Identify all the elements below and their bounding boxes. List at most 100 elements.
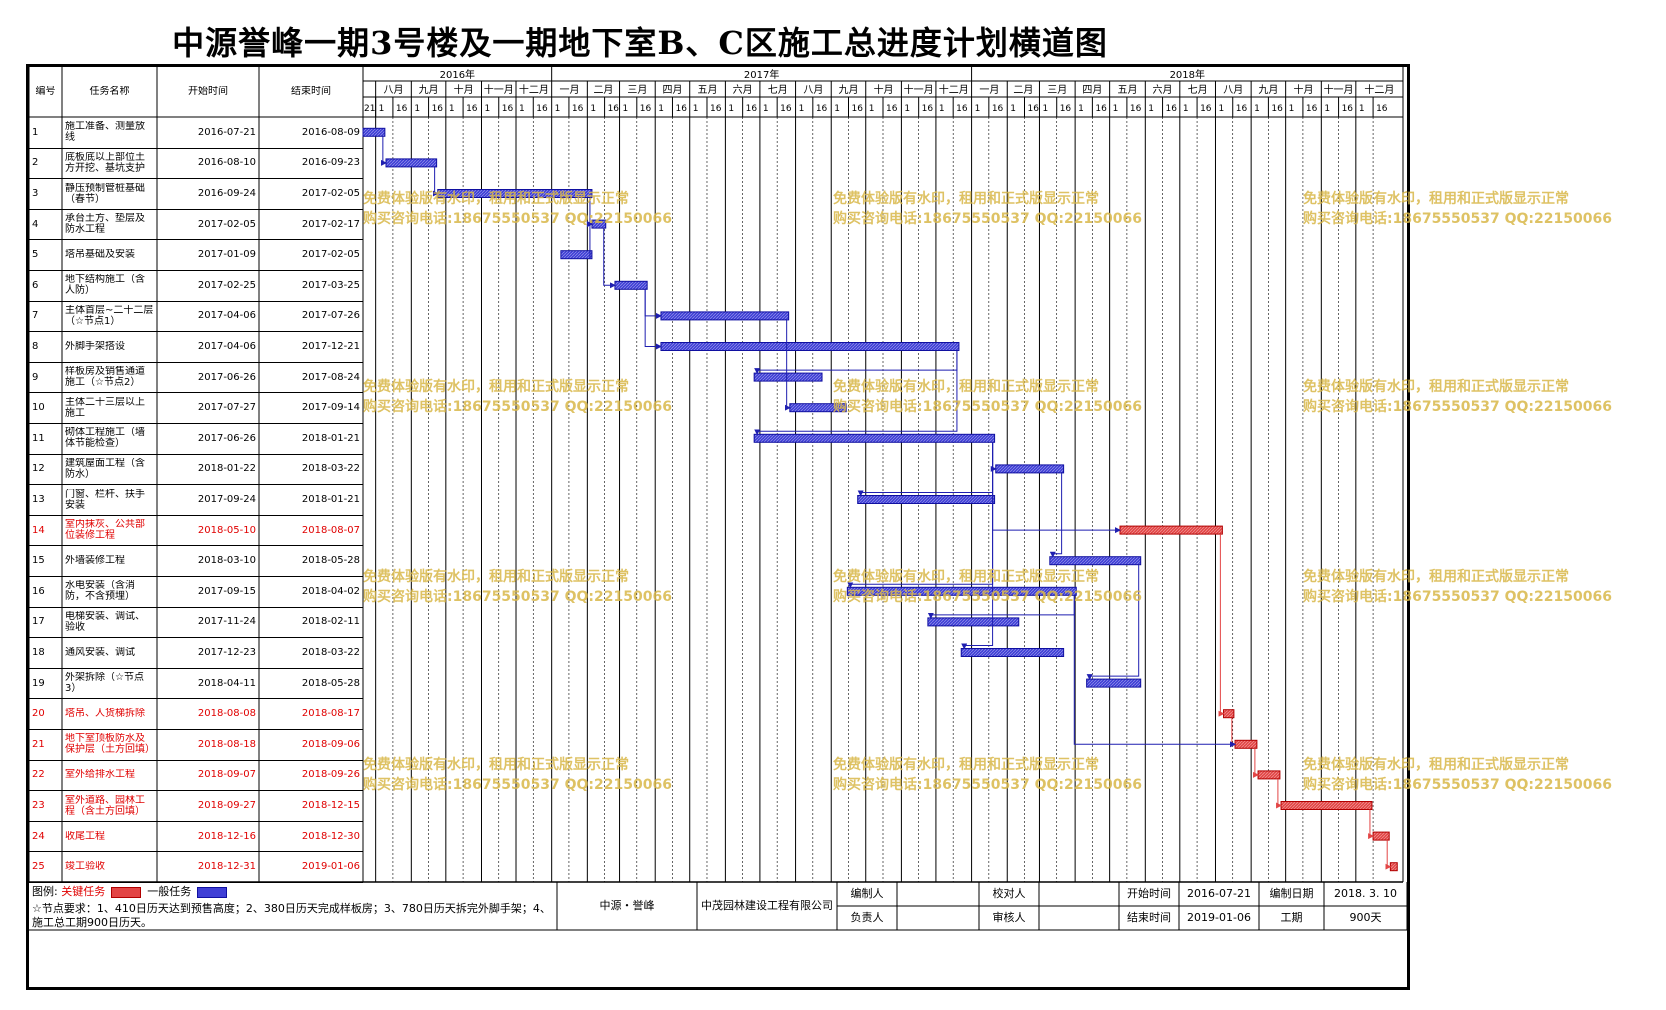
row-divider	[29, 178, 363, 180]
normal-task-bar	[660, 342, 960, 351]
task-start: 2017-07-27	[197, 402, 256, 414]
tick-label: 1	[975, 104, 981, 114]
month-label: 八月	[383, 84, 403, 96]
task-id: 14	[32, 524, 45, 536]
month-label: 十一月	[484, 83, 514, 96]
task-name: 主体首层~二十二层（☆节点1）	[65, 304, 154, 327]
task-id: 18	[32, 647, 45, 658]
task-name: 静压预制管桩基础（春节）	[65, 182, 145, 205]
dependency-arrow	[784, 319, 791, 411]
task-id: 13	[32, 494, 45, 505]
date-label: 编制日期	[1269, 887, 1314, 900]
tick-label: 1	[939, 104, 945, 114]
dependency-arrow	[644, 289, 662, 350]
task-end: 2018-09-06	[301, 738, 360, 750]
task-end: 2016-09-23	[301, 157, 360, 169]
task-name: 电梯安装、调试、验收	[65, 610, 145, 633]
row-divider	[29, 698, 363, 700]
header-name: 任务名称	[89, 86, 130, 97]
task-id: 2	[32, 157, 39, 169]
critical-task-bar	[1119, 525, 1223, 535]
task-id: 9	[32, 371, 39, 383]
company-name-1: 中源・誉峰	[599, 899, 655, 912]
normal-task-bar	[1086, 678, 1142, 688]
year-label: 2016年	[440, 68, 475, 81]
month-label: 五月	[698, 84, 718, 96]
critical-task-bar	[1372, 831, 1390, 841]
tick-label: 1	[763, 104, 769, 114]
task-id: 24	[32, 830, 45, 842]
task-start: 2017-06-26	[197, 371, 256, 383]
tick-label: 1	[658, 104, 664, 114]
tick-label: 1	[834, 104, 840, 114]
tick-label: 16	[886, 104, 898, 114]
task-id: 25	[32, 861, 45, 873]
task-id: 22	[32, 769, 45, 781]
tick-label: 1	[623, 104, 629, 114]
dependency-arrow	[1073, 595, 1237, 748]
tick-label: 16	[1166, 104, 1178, 114]
header-start: 开始时间	[188, 86, 228, 97]
row-divider	[29, 576, 363, 577]
year-label: 2017年	[744, 68, 779, 81]
normal-task-bar	[753, 372, 823, 382]
tick-label: 1	[904, 104, 910, 114]
end-value: 2019-01-06	[1187, 911, 1251, 924]
task-id: 17	[32, 616, 45, 628]
task-end: 2018-03-22	[301, 463, 360, 475]
task-start: 2017-09-24	[197, 494, 256, 505]
normal-task-bar	[846, 586, 1077, 596]
task-name: 室外给排水工程	[65, 769, 135, 781]
month-label: 四月	[662, 84, 682, 96]
tick-label: 16	[1200, 104, 1212, 114]
tick-label: 1	[1324, 104, 1330, 114]
task-end: 2018-12-30	[301, 830, 360, 842]
tick-label: 16	[536, 104, 548, 114]
tick-label: 1	[1148, 104, 1154, 114]
tick-label: 1	[449, 104, 455, 114]
dependency-arrow	[992, 442, 1121, 534]
legend-critical-swatch	[111, 886, 142, 898]
task-start: 2017-12-23	[197, 647, 256, 658]
task-name: 室外道路、园林工程（含土方回填）	[65, 794, 145, 817]
dependency-arrow	[857, 442, 994, 497]
dependency-arrow	[1385, 840, 1392, 870]
normal-task-bar	[560, 250, 593, 260]
row-divider	[29, 790, 363, 792]
dependency-arrow	[754, 350, 958, 436]
tick-label: 16	[608, 104, 620, 114]
tick-label: 1	[1042, 104, 1048, 114]
normal-task-bar	[927, 617, 1020, 627]
task-start: 2016-08-10	[197, 157, 256, 169]
month-label: 十二月	[1364, 83, 1394, 96]
task-end: 2018-05-28	[301, 677, 360, 689]
legend-normal-swatch	[197, 886, 228, 898]
tick-label: 16	[640, 104, 652, 114]
row-divider	[29, 453, 363, 455]
compiler-label: 编制人	[850, 887, 884, 900]
dependency-arrow	[586, 221, 593, 259]
task-name: 室内抹灰、公共部位装修工程	[65, 519, 145, 542]
row-divider	[29, 729, 363, 730]
task-id: 21	[32, 738, 45, 750]
row-divider	[29, 820, 363, 822]
month-label: 三月	[1047, 84, 1067, 96]
header-end: 结束时间	[291, 86, 331, 97]
month-label: 六月	[733, 84, 753, 96]
normal-task-bar	[789, 403, 847, 413]
dependency-arrow	[381, 136, 388, 166]
normal-task-bar	[385, 158, 438, 168]
tick-label: 1	[1218, 104, 1224, 114]
tick-label: 1	[1113, 104, 1119, 114]
tick-label: 1	[1359, 104, 1365, 114]
row-divider	[29, 239, 363, 241]
task-id: 8	[32, 341, 39, 352]
task-end: 2019-01-06	[301, 861, 360, 873]
row-divider	[29, 331, 363, 333]
date-value: 2018. 3. 10	[1334, 887, 1397, 900]
task-name: 通风安装、调试	[65, 647, 135, 658]
task-id: 1	[32, 126, 39, 138]
task-start: 2016-07-21	[197, 126, 256, 138]
normal-task-bar	[437, 189, 593, 198]
